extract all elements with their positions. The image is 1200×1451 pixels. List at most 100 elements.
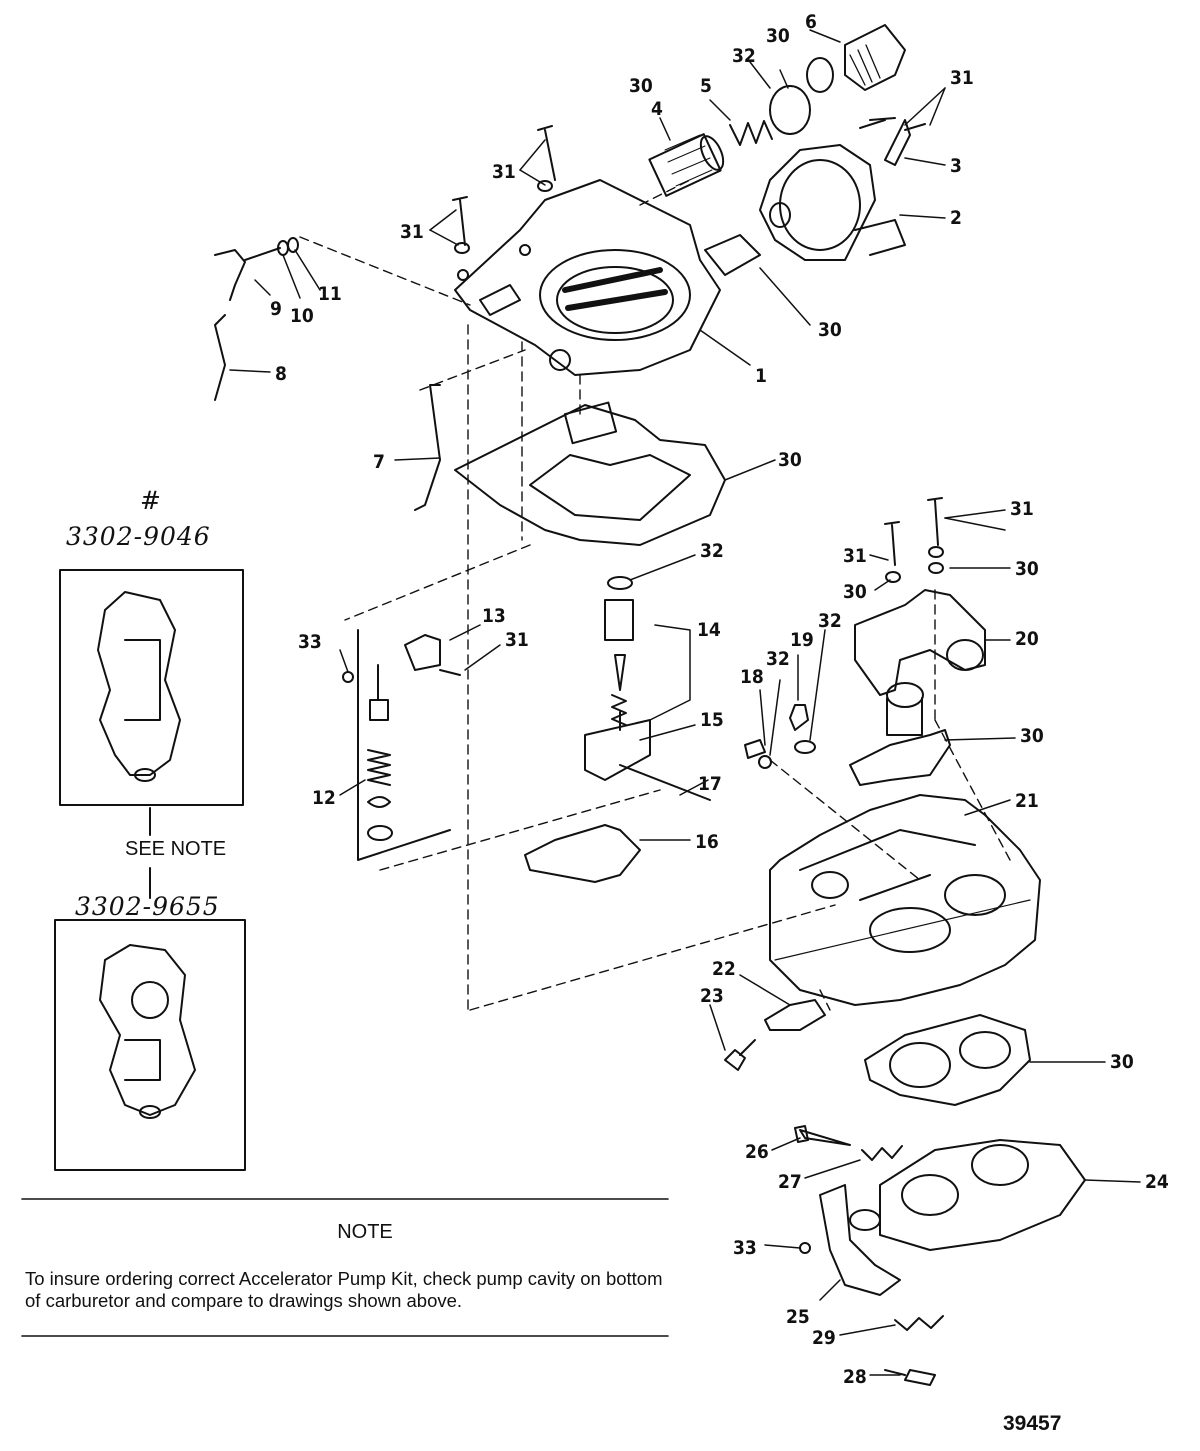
callout-4: 4 — [651, 98, 663, 120]
note-title: NOTE — [337, 1221, 393, 1243]
callout-23: 23 — [700, 985, 724, 1007]
fitting-washer — [806, 57, 834, 93]
see-note-label: SEE NOTE — [125, 838, 227, 860]
filter-spring — [729, 120, 773, 146]
screw-top-2 — [452, 196, 468, 246]
screw-right-1 — [884, 521, 900, 566]
air-horn-gasket — [454, 404, 726, 546]
callout-31-choke: 31 — [950, 67, 974, 89]
callout-32-fitting: 32 — [732, 45, 756, 67]
pump-cavity-drawing-bottom — [99, 944, 196, 1119]
throttle-body-gasket — [864, 1014, 1031, 1106]
bowl-gasket-small — [849, 729, 951, 786]
callout-27: 27 — [778, 1171, 802, 1193]
callout-24: 24 — [1145, 1171, 1169, 1193]
callout-15: 15 — [700, 709, 724, 731]
callout-25: 25 — [786, 1306, 810, 1328]
callout-30-choke-gasket: 30 — [818, 319, 842, 341]
callout-30-right-b: 30 — [843, 581, 867, 603]
callout-17: 17 — [698, 773, 722, 795]
inset-box-bottom — [54, 919, 246, 1171]
figure-number: 39457 — [1003, 1412, 1062, 1435]
callout-31-top: 31 — [492, 161, 516, 183]
idle-lever-pin — [244, 247, 281, 261]
pump-clip — [342, 671, 354, 683]
idle-mixture-needle — [794, 1125, 851, 1146]
callout-30-right-a: 30 — [1015, 558, 1039, 580]
callout-30-main-gasket: 30 — [778, 449, 802, 471]
callout-1: 1 — [755, 365, 767, 387]
callout-11: 11 — [318, 283, 342, 305]
callout-20: 20 — [1015, 628, 1039, 650]
callout-9: 9 — [270, 298, 282, 320]
callout-18: 18 — [740, 666, 764, 688]
screw-choke-1 — [859, 119, 886, 129]
callout-5: 5 — [700, 75, 712, 97]
fuel-filter — [648, 133, 725, 197]
float-pin — [619, 764, 711, 801]
callout-8: 8 — [275, 363, 287, 385]
throttle-lever — [819, 1184, 901, 1296]
callout-33-throttle: 33 — [733, 1237, 757, 1259]
note-body: To insure ordering correct Accelerator P… — [25, 1268, 663, 1311]
washer-top-2 — [454, 242, 470, 254]
callout-leaders — [229, 29, 1141, 1376]
throttle-arm — [764, 999, 826, 1031]
screw-right-2 — [927, 497, 943, 546]
idle-mixture-spring — [861, 1145, 903, 1161]
callout-31-right-a: 31 — [1010, 498, 1034, 520]
inset-bottom-part-number: 3302-9655 — [75, 892, 220, 921]
callout-22: 22 — [712, 958, 736, 980]
callout-28: 28 — [843, 1366, 867, 1388]
callout-10: 10 — [290, 305, 314, 327]
callout-30-throttle-gasket: 30 — [1110, 1051, 1134, 1073]
idle-washer-2 — [287, 237, 299, 253]
callout-2: 2 — [950, 207, 962, 229]
callout-21: 21 — [1015, 790, 1039, 812]
screw-top-1 — [537, 125, 556, 181]
choke-housing — [759, 144, 906, 261]
callout-6: 6 — [805, 11, 817, 33]
callout-30-fitting: 30 — [766, 25, 790, 47]
assembly-dash-lines — [299, 179, 1011, 1011]
washer-right-2 — [928, 562, 944, 574]
choke-bracket — [869, 117, 911, 166]
pump-rod — [414, 384, 441, 511]
callout-31-left: 31 — [400, 221, 424, 243]
callout-7: 7 — [373, 451, 385, 473]
callout-3: 3 — [950, 155, 962, 177]
callout-30-bowl-gasket: 30 — [1020, 725, 1044, 747]
pump-cavity-drawing-top — [97, 591, 181, 782]
callout-32-power: 32 — [818, 610, 842, 632]
pump-screw — [439, 669, 461, 676]
callout-29: 29 — [812, 1327, 836, 1349]
callout-31-pump: 31 — [505, 629, 529, 651]
inset-box-top — [59, 569, 244, 806]
throttle-body — [849, 1139, 1086, 1251]
air-horn-assembly — [454, 179, 721, 376]
callout-30-filter: 30 — [629, 75, 653, 97]
float-hanger — [584, 719, 651, 781]
callout-33-pump: 33 — [298, 631, 322, 653]
choke-gasket — [704, 234, 761, 276]
needle-seat — [604, 576, 634, 731]
inset-top-part-number: 3302-9046 — [66, 522, 211, 551]
idle-tube — [744, 739, 766, 759]
choke-rod — [214, 314, 226, 401]
callout-14: 14 — [697, 619, 721, 641]
fast-idle-lever — [214, 249, 246, 301]
callout-13: 13 — [482, 605, 506, 627]
washer-top-1 — [537, 180, 553, 192]
callout-19: 19 — [790, 629, 814, 651]
float-bowl — [769, 794, 1041, 1006]
callout-labels: 1 2 3 4 30 5 6 30 32 31 31 31 30 7 8 9 1… — [270, 11, 1169, 1388]
callout-26: 26 — [745, 1141, 769, 1163]
washer-right-3 — [885, 571, 901, 583]
fuel-inlet-fitting — [844, 24, 906, 91]
washer-right-1 — [928, 546, 944, 558]
accelerator-pump — [357, 629, 451, 861]
callout-32-idle: 32 — [766, 648, 790, 670]
callout-31-right-b: 31 — [843, 545, 867, 567]
throttle-spring — [894, 1315, 944, 1331]
